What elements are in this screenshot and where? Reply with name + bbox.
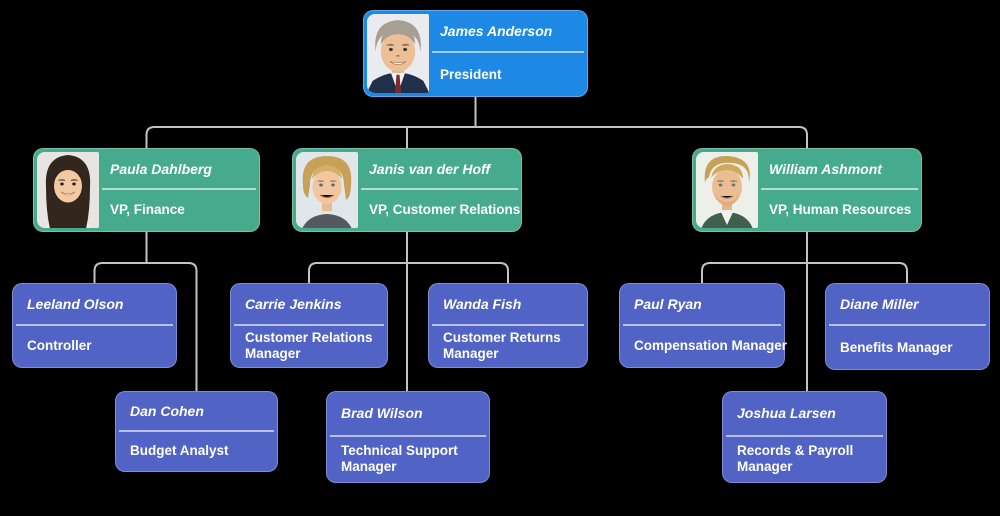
person-name: Carrie Jenkins (234, 284, 384, 326)
connector-hr-group (701, 232, 908, 392)
person-title: Controller (27, 338, 92, 354)
person-title: Benefits Manager (840, 339, 953, 355)
person-name: James Anderson (432, 11, 584, 54)
org-node-janis-van-der-hoff[interactable]: Janis van der Hoff VP, Customer Relation… (292, 148, 522, 232)
org-node-wanda-fish[interactable]: Wanda Fish Customer Returns Manager (428, 283, 588, 368)
person-name: Brad Wilson (330, 392, 486, 437)
person-name: Paul Ryan (623, 284, 781, 326)
photo-janis-van-der-hoff (296, 152, 358, 228)
org-node-william-ashmont[interactable]: William Ashmont VP, Human Resources (692, 148, 922, 232)
org-node-dan-cohen[interactable]: Dan Cohen Budget Analyst (115, 391, 278, 472)
person-title: Technical Support Manager (341, 443, 458, 475)
person-title: Customer Returns Manager (443, 330, 561, 362)
org-node-paul-ryan[interactable]: Paul Ryan Compensation Manager (619, 283, 788, 368)
photo-james-anderson (367, 14, 429, 93)
photo-paula-dahlberg (37, 152, 99, 228)
photo-william-ashmont (696, 152, 758, 228)
person-title: Customer Relations Manager (245, 330, 373, 362)
connector-finance-group (93, 232, 198, 392)
person-name: Janis van der Hoff (361, 149, 518, 191)
org-node-diane-miller[interactable]: Diane Miller Benefits Manager (825, 283, 990, 370)
person-name: Paula Dahlberg (102, 149, 256, 191)
connector-customer-relations-group (308, 232, 509, 392)
org-node-carrie-jenkins[interactable]: Carrie Jenkins Customer Relations Manage… (230, 283, 388, 368)
org-node-leeland-olson[interactable]: Leeland Olson Controller (12, 283, 177, 368)
person-title: VP, Customer Relations (369, 202, 521, 218)
person-title: Compensation Manager (634, 338, 788, 354)
person-title: Records & Payroll Manager (737, 443, 854, 475)
org-node-james-anderson[interactable]: James Anderson President (363, 10, 588, 97)
person-name: Dan Cohen (119, 392, 274, 432)
person-title: VP, Human Resources (769, 202, 912, 218)
person-name: Leeland Olson (16, 284, 173, 326)
person-name: Joshua Larsen (726, 392, 883, 437)
org-node-paula-dahlberg[interactable]: Paula Dahlberg VP, Finance (33, 148, 260, 232)
org-node-joshua-larsen[interactable]: Joshua Larsen Records & Payroll Manager (722, 391, 887, 483)
person-name: Diane Miller (829, 284, 986, 327)
org-node-brad-wilson[interactable]: Brad Wilson Technical Support Manager (326, 391, 490, 483)
connector-president-group (145, 97, 808, 149)
person-title: President (440, 66, 502, 82)
person-name: William Ashmont (761, 149, 918, 191)
person-title: Budget Analyst (130, 443, 229, 459)
person-name: Wanda Fish (432, 284, 584, 326)
person-title: VP, Finance (110, 202, 185, 218)
